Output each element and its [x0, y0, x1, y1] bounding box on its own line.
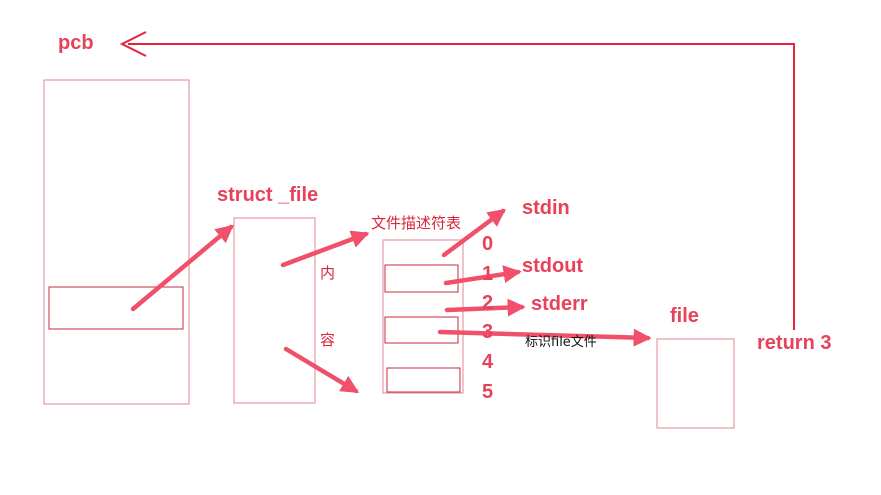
- pcb-file-pointer-slot: [48, 286, 184, 330]
- arrow-fd1-to-stdout: [443, 265, 522, 286]
- content-label-1: 内: [320, 264, 336, 282]
- struct-file-box: [233, 217, 316, 404]
- struct-file-label: struct _file: [217, 184, 319, 206]
- arrow-fd0-to-stdin: [441, 208, 506, 258]
- arrow-struct-file-down: [283, 346, 360, 394]
- return-line: [128, 43, 795, 330]
- stdout-label: stdout: [522, 255, 584, 277]
- pcb-label: pcb: [58, 32, 94, 54]
- pcb-box: [43, 79, 190, 405]
- fd-table-label: 文件描述符表: [371, 214, 462, 232]
- arrow-fd2-to-stderr: [444, 298, 526, 317]
- fd-number-5: 5: [482, 381, 494, 403]
- content-label-2: 容: [320, 331, 336, 349]
- fd-number-3: 3: [482, 321, 494, 343]
- fd-number-4: 4: [482, 351, 494, 373]
- fd-table-box: [382, 239, 464, 394]
- arrow-pcb-to-struct-file: [130, 224, 234, 312]
- arrow-fd3-to-file: [437, 328, 652, 347]
- stdin-label: stdin: [522, 197, 570, 219]
- stderr-label: stderr: [531, 293, 588, 315]
- file-label: file: [670, 305, 699, 327]
- fd-slot-3: [384, 316, 459, 344]
- fd-number-2: 2: [482, 292, 494, 314]
- file-box: [656, 338, 735, 429]
- fd-number-0: 0: [482, 233, 494, 255]
- fd-slot-1: [384, 264, 459, 293]
- fd-number-1: 1: [482, 263, 494, 285]
- return-label: return 3: [757, 332, 832, 354]
- fd-slot-5: [386, 367, 461, 393]
- identifies-file-note: 标识file文件: [525, 335, 597, 350]
- return-arrowhead: [119, 31, 147, 57]
- arrow-struct-file-to-fd-table: [280, 230, 370, 268]
